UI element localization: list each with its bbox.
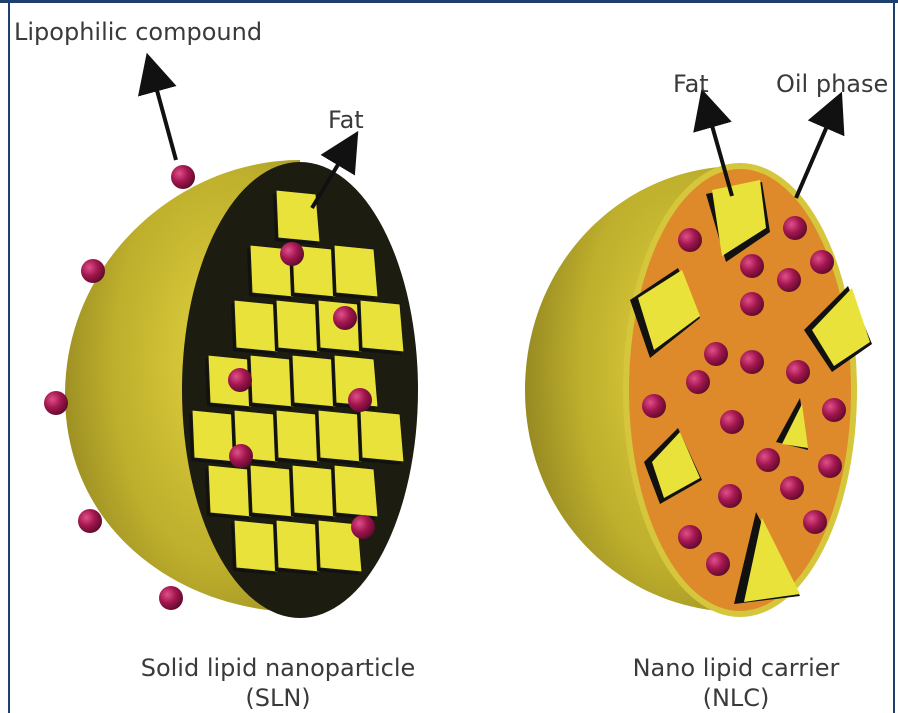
molecule	[351, 515, 375, 539]
sln-crystal	[334, 465, 378, 517]
molecule	[280, 242, 304, 266]
nlc-abbreviation: (NLC)	[703, 684, 770, 712]
sln-crystal	[334, 245, 378, 297]
molecule	[642, 394, 666, 418]
molecule	[720, 410, 744, 434]
sln-crystal	[292, 465, 336, 517]
molecule	[171, 165, 195, 189]
sln-title: Solid lipid nanoparticle	[141, 654, 416, 682]
sln-crystal	[234, 520, 278, 572]
nlc-fat-label: Fat	[673, 70, 709, 98]
oil-phase-arrow	[796, 110, 834, 198]
molecule	[704, 342, 728, 366]
molecule	[740, 350, 764, 374]
sln-crystal	[250, 355, 294, 407]
molecule	[348, 388, 372, 412]
molecule	[159, 586, 183, 610]
molecule	[756, 448, 780, 472]
sln-crystal	[360, 300, 404, 352]
lipophilic-arrow	[152, 72, 176, 160]
molecule	[810, 250, 834, 274]
molecule	[678, 228, 702, 252]
sln-crystal	[318, 410, 362, 462]
molecule	[44, 391, 68, 415]
molecule	[740, 254, 764, 278]
sln-fat-label: Fat	[328, 106, 364, 134]
molecule	[777, 268, 801, 292]
molecule	[78, 509, 102, 533]
sln-crystal	[360, 410, 404, 462]
molecule	[783, 216, 807, 240]
sln-crystal	[208, 465, 252, 517]
sln-crystal	[250, 465, 294, 517]
molecule	[718, 484, 742, 508]
sln-crystal	[276, 300, 320, 352]
sln-crystal	[276, 520, 320, 572]
molecule	[818, 454, 842, 478]
molecule	[706, 552, 730, 576]
molecule	[803, 510, 827, 534]
molecule	[786, 360, 810, 384]
molecule	[822, 398, 846, 422]
sln-crystal	[234, 300, 278, 352]
molecule	[678, 525, 702, 549]
sln-abbreviation: (SLN)	[245, 684, 310, 712]
molecule	[686, 370, 710, 394]
sln-crystal	[276, 410, 320, 462]
lipophilic-compound-label: Lipophilic compound	[14, 18, 262, 46]
molecule	[229, 444, 253, 468]
sln-crystal	[276, 190, 320, 242]
nlc-title: Nano lipid carrier	[633, 654, 840, 682]
molecule	[780, 476, 804, 500]
molecule	[81, 259, 105, 283]
sln-crystal	[292, 355, 336, 407]
molecule	[228, 368, 252, 392]
molecule	[740, 292, 764, 316]
molecule	[333, 306, 357, 330]
oil-phase-label: Oil phase	[776, 70, 888, 98]
